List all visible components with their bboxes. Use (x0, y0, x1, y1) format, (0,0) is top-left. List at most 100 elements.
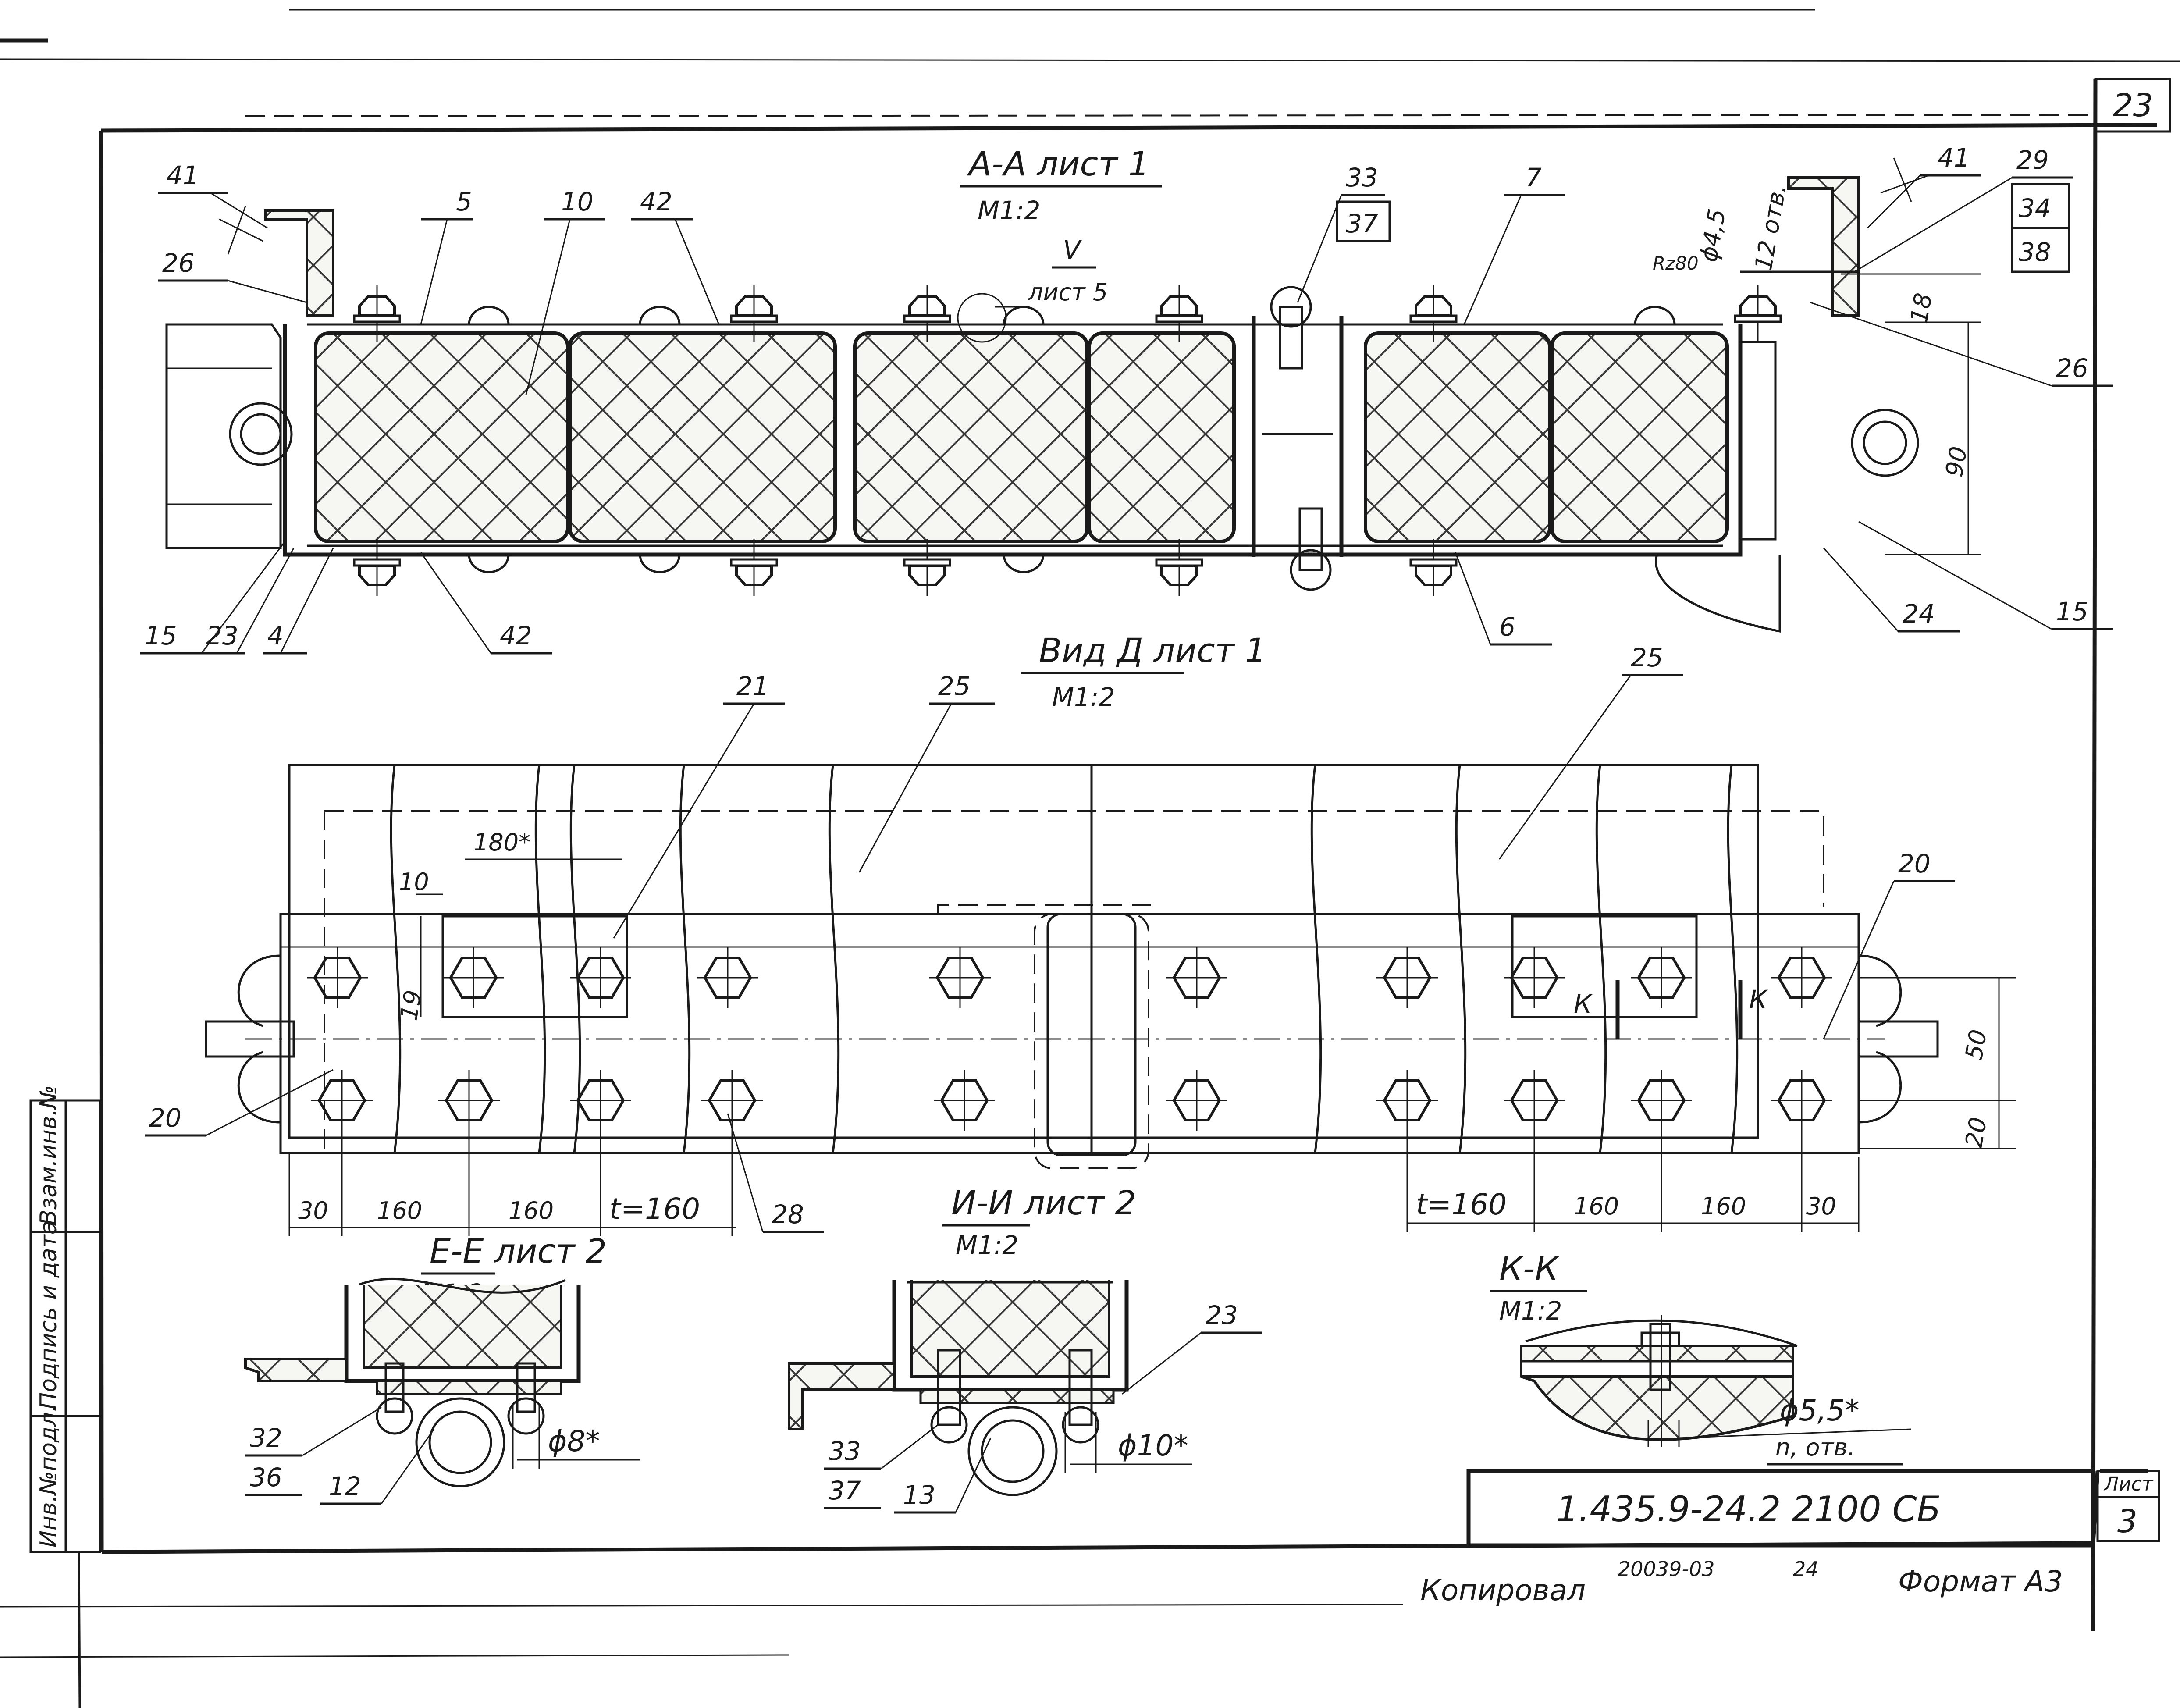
page-corner-box: 23 (2094, 78, 2171, 133)
aa-leader-42-top: 42 (640, 187, 672, 217)
aa-dim-90: 90 (1940, 445, 1973, 479)
view-d-dim-left-160b: 160 (509, 1197, 554, 1224)
section-kk-scale: М1:2 (1499, 1296, 1562, 1326)
aa-left-pipe (165, 323, 293, 549)
view-d-dim-left-160a: 160 (377, 1197, 422, 1224)
view-d-section-k-left: К (1574, 989, 1593, 1019)
view-d-dim-right-160b: 160 (1701, 1192, 1746, 1220)
section-ii-scale: М1:2 (956, 1230, 1018, 1260)
view-d-dim-right-160a: 160 (1574, 1192, 1619, 1220)
aa-leader-41-right: 41 (1938, 143, 1970, 173)
view-d-dim-50: 50 (1960, 1028, 1992, 1062)
view-d-break-lines (390, 765, 1739, 1153)
view-d: Вид Д лист 1 М1:2 (145, 631, 2016, 1236)
aa-leader-15-left: 15 (145, 621, 177, 651)
view-d-dim-right-30: 30 (1806, 1192, 1836, 1220)
aa-leader-38: 38 (2019, 237, 2051, 267)
view-d-leader-20-right: 20 (1898, 849, 1931, 879)
aa-leader-37: 37 (1346, 209, 1378, 238)
aa-foam-block-1 (314, 331, 569, 543)
aa-roughness: Rz80 (1653, 253, 1699, 274)
aa-hole-dia: ϕ4,5 (1695, 207, 1731, 264)
aa-leader-26-right: 26 (2056, 353, 2088, 383)
title-designation: 1.435.9-24.2 2100 СБ (1556, 1489, 1941, 1530)
view-d-section-k-right: К (1749, 985, 1768, 1014)
title-format: Формат А3 (1898, 1565, 2063, 1598)
aa-leader-6: 6 (1499, 612, 1515, 642)
section-aa-scale: М1:2 (978, 196, 1040, 225)
aa-leader-41-left: 41 (167, 160, 199, 190)
aa-leader-24: 24 (1903, 599, 1935, 629)
section-ee-title: Е-Е лист 2 (430, 1231, 607, 1270)
aa-foam-block-3 (853, 331, 1089, 543)
aa-leader-7: 7 (1526, 163, 1542, 192)
aa-center-joint (1252, 286, 1344, 591)
aa-foam-block-4 (1088, 331, 1236, 543)
aa-leader-5: 5 (456, 187, 472, 217)
view-d-dim-left-t160: t=160 (609, 1192, 700, 1226)
view-d-leader-25-left: 25 (938, 671, 971, 701)
aa-hole-count: 12 отв. (1750, 182, 1792, 273)
section-kk: К-К М1:2 ϕ5,5* n, отв. (1490, 1249, 1912, 1466)
aa-callout-sheet: лист 5 (1028, 278, 1108, 306)
section-ee: Е-Е лист 2 М1:2 ϕ8* 32 36 12 (244, 1231, 640, 1505)
title-order-page: 24 (1793, 1557, 1819, 1581)
view-d-dim-180: 180* (473, 829, 530, 856)
aa-leader-26-left: 26 (162, 248, 195, 278)
view-d-dim-19: 19 (395, 988, 427, 1023)
section-ii-leader-37: 37 (829, 1476, 861, 1505)
view-d-dim-left-30: 30 (298, 1197, 328, 1224)
section-ee-leader-32: 32 (250, 1423, 282, 1453)
view-d-dim-20: 20 (1960, 1115, 1992, 1150)
section-ii-leader-33: 33 (829, 1436, 861, 1466)
aa-leader-42-bottom: 42 (500, 621, 532, 651)
section-ii-hole-dim: ϕ10* (1118, 1429, 1188, 1462)
view-d-scale: М1:2 (1052, 682, 1115, 712)
aa-dim-18: 18 (1905, 291, 1938, 326)
aa-rivets (468, 306, 1676, 573)
section-ee-leader-36: 36 (250, 1462, 282, 1492)
view-d-leader-28: 28 (772, 1199, 804, 1229)
aa-leader-34: 34 (2019, 193, 2051, 223)
aa-leader-29: 29 (2016, 145, 2049, 175)
side-stamp: Инв.№подл. Подпись и дата Взам.инв.№ (29, 1085, 101, 1553)
aa-leader-15-right: 15 (2056, 597, 2088, 626)
section-kk-hole-dim: ϕ5,5* (1780, 1394, 1860, 1427)
aa-foam-block-5 (1364, 331, 1551, 543)
view-d-dim-10: 10 (399, 868, 429, 896)
section-kk-title: К-К (1499, 1249, 1560, 1288)
aa-leader-33: 33 (1346, 163, 1378, 192)
aa-leader-23-left: 23 (206, 621, 238, 651)
section-kk-hole-count: n, отв. (1775, 1434, 1855, 1461)
view-d-leader-25-right: 25 (1631, 643, 1663, 673)
section-ii-leader-23: 23 (1206, 1300, 1238, 1330)
section-ii: И-И лист 2 М1:2 ϕ10* 23 33 37 13 (788, 1183, 1262, 1514)
view-d-leader-20-left: 20 (149, 1103, 181, 1133)
view-d-leader-21: 21 (736, 671, 769, 701)
title-sheet-number: 3 (2117, 1503, 2137, 1540)
title-copied: Копировал (1420, 1573, 1586, 1607)
title-sheet-label: Лист (2103, 1473, 2154, 1495)
view-d-title: Вид Д лист 1 (1039, 631, 1266, 670)
page-corner-number: 23 (2113, 87, 2153, 124)
stamp-signature-date: Подпись и дата (36, 1221, 62, 1409)
title-order-number: 20039-03 (1618, 1557, 1714, 1581)
section-aa: А-А лист 1 М1:2 (140, 143, 2113, 655)
view-d-dim-right-t160: t=160 (1416, 1188, 1507, 1221)
section-aa-title: А-А лист 1 (967, 144, 1149, 183)
sheet-frame (0, 9, 2180, 1708)
title-block: 1.435.9-24.2 2100 СБ Лист 3 Копировал 20… (1420, 1469, 2160, 1607)
aa-leaders: 41 26 5 10 42 33 37 7 41 29 34 38 26 (140, 143, 2113, 655)
aa-leader-4: 4 (267, 621, 284, 651)
section-ee-hole-dim: ϕ8* (548, 1424, 600, 1458)
aa-foam-block-6 (1550, 331, 1729, 543)
aa-callout-view: V (1063, 235, 1082, 265)
section-ii-title: И-И лист 2 (951, 1183, 1136, 1222)
section-ee-leader-12: 12 (329, 1471, 361, 1501)
section-ii-leader-13: 13 (903, 1480, 935, 1510)
stamp-inv-podl: Инв.№подл. (36, 1405, 62, 1548)
aa-leader-10: 10 (561, 187, 594, 217)
aa-foam-block-2 (568, 331, 837, 543)
stamp-vzam-inv: Взам.инв.№ (36, 1085, 62, 1225)
